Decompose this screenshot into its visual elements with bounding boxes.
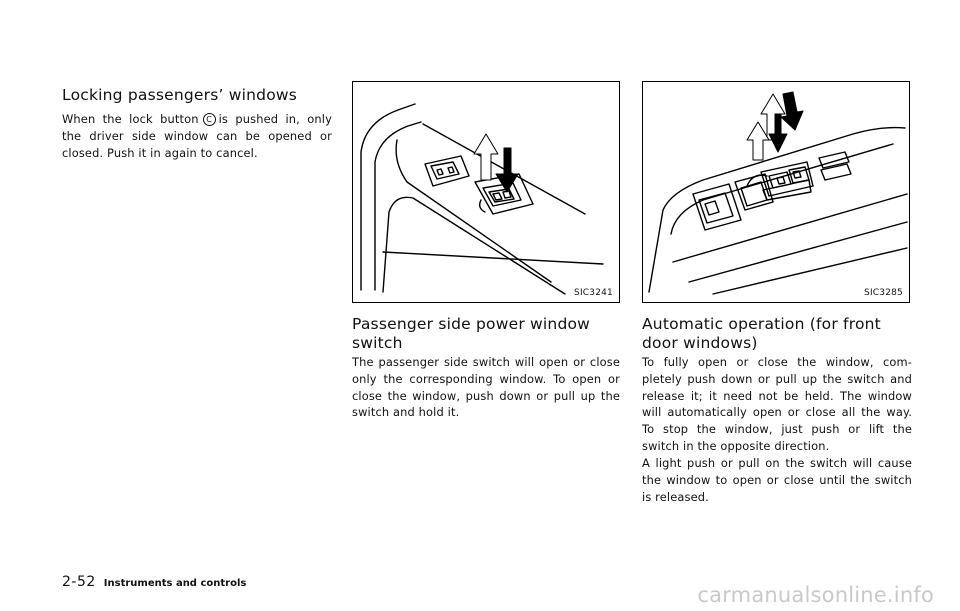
locking-text-before: When the lock button	[62, 112, 199, 126]
figure-id-sic3241: SIC3241	[574, 288, 613, 298]
page-number: 2-52	[62, 574, 96, 590]
automatic-operation-paragraph-1: To fully open or close the window, com-p…	[642, 355, 912, 453]
heading-locking-windows: Locking passengers’ windows	[62, 86, 298, 104]
lock-button-marker: C	[202, 113, 216, 126]
automatic-operation-paragraph-2: A light push or pull on the switch will …	[642, 456, 912, 504]
section-name: Instruments and controls	[103, 578, 247, 589]
heading-automatic-operation: Automatic operation (for front door wind…	[642, 315, 881, 352]
window-switch-panel-illustration	[648, 91, 908, 295]
figure-window-switch-panel: SIC3285	[642, 81, 910, 303]
heading-passenger-switch: Passenger side power window switch	[352, 315, 591, 352]
figure-id-sic3285: SIC3285	[864, 288, 903, 298]
passenger-switch-paragraph: The passenger side switch will open or c…	[352, 355, 620, 420]
locking-text-after: is pushed in, only the driver side windo…	[62, 112, 332, 160]
figure-passenger-switch: SIC3241	[352, 81, 620, 303]
watermark-text: carmanualsonline.info	[697, 583, 934, 607]
passenger-window-switch-illustration	[360, 103, 604, 295]
page-footer: 2-52 Instruments and controls	[62, 571, 246, 590]
